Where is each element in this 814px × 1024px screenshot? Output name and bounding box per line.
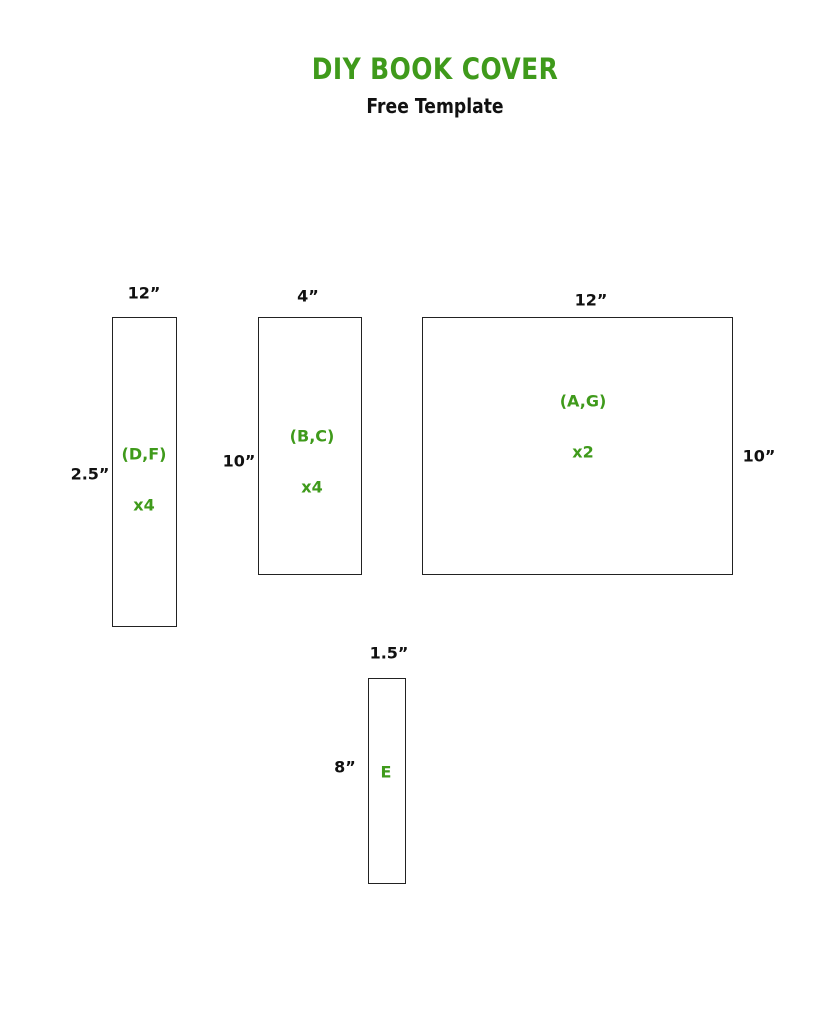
piece-b-c-count: x4	[301, 477, 323, 497]
page-subtitle: Free Template	[366, 94, 504, 118]
piece-b-c-outline	[258, 317, 362, 575]
piece-b-c-width-label: 4”	[297, 286, 319, 306]
piece-a-g-outline	[422, 317, 733, 575]
piece-a-g-count: x2	[572, 442, 594, 462]
piece-e-height-label: 8”	[334, 757, 356, 777]
piece-e-width-label: 1.5”	[369, 643, 409, 663]
piece-a-g-name: (A,G)	[559, 391, 607, 411]
piece-e-name: E	[380, 762, 392, 782]
piece-d-f-outline	[112, 317, 177, 627]
piece-d-f-name: (D,F)	[121, 444, 167, 464]
page-title: DIY BOOK COVER	[311, 52, 559, 86]
piece-e-outline	[368, 678, 406, 884]
piece-b-c-height-label: 10”	[222, 451, 256, 471]
piece-b-c-name: (B,C)	[289, 426, 335, 446]
piece-d-f-height-label: 2.5”	[70, 464, 110, 484]
piece-a-g-width-label: 12”	[574, 290, 608, 310]
piece-d-f-count: x4	[133, 495, 155, 515]
piece-d-f-width-label: 12”	[127, 283, 161, 303]
piece-a-g-height-label: 10”	[742, 446, 776, 466]
